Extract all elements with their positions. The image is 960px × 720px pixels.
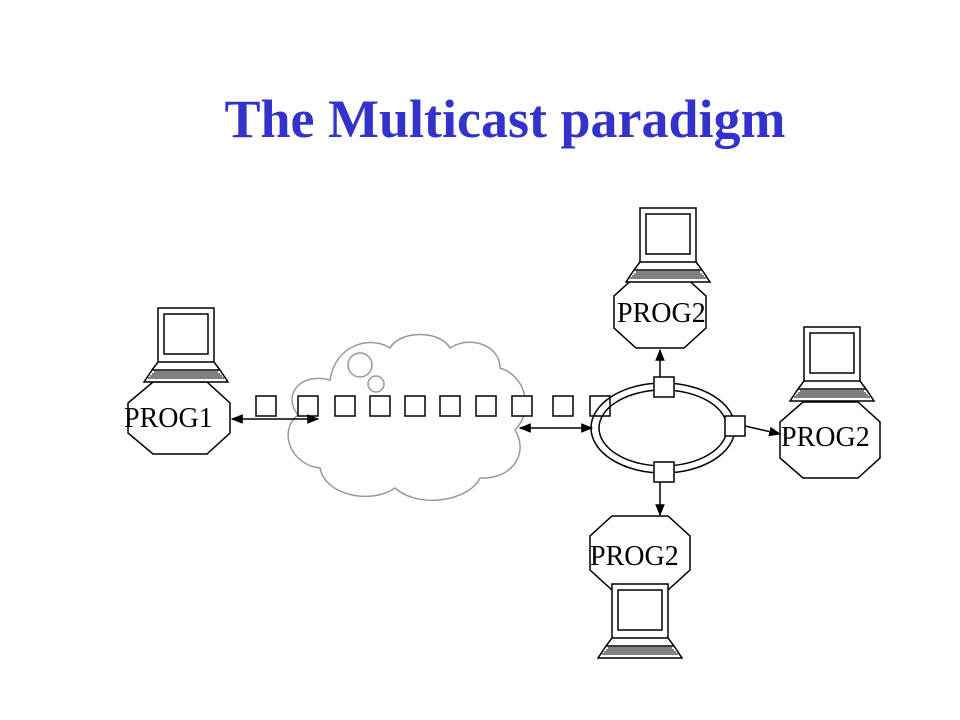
packet [439, 395, 461, 417]
ring-network-icon [590, 376, 746, 483]
sender-label: PROG1 [124, 403, 213, 434]
ring-node [653, 461, 675, 483]
packet [511, 395, 533, 417]
ring-node [653, 376, 675, 398]
receiver-node-top: PROG2 [613, 207, 711, 349]
packet [552, 395, 574, 417]
packet [297, 395, 319, 417]
receiver-bottom-label: PROG2 [590, 541, 679, 572]
slide-title: The Multicast paradigm [224, 89, 786, 149]
computer-icon [597, 583, 683, 659]
computer-icon [625, 207, 711, 283]
packet [475, 395, 497, 417]
packet [404, 395, 426, 417]
packet [334, 395, 356, 417]
computer-icon [789, 326, 875, 402]
receiver-top-label: PROG2 [617, 298, 706, 329]
computer-icon [143, 307, 229, 383]
packet [369, 395, 391, 417]
receiver-node-bottom: PROG2 [589, 515, 691, 659]
receiver-right-label: PROG2 [781, 422, 870, 453]
sender-node: PROG1 [124, 307, 231, 455]
packet [255, 395, 277, 417]
receiver-node-right: PROG2 [779, 326, 881, 479]
cloud-icon [287, 333, 527, 502]
right-receiver-arrow [744, 425, 782, 437]
ring-node [724, 415, 746, 437]
connectors [230, 348, 782, 517]
